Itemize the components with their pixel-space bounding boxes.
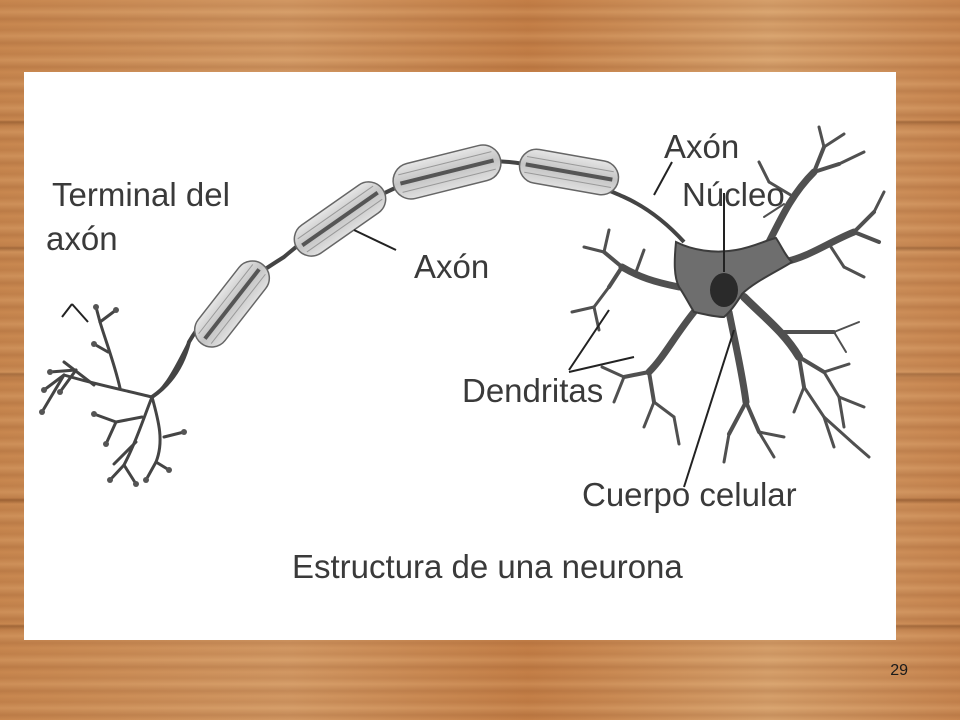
myelin-sheath-1 (193, 260, 271, 348)
label-axon-top: Axón (664, 128, 740, 165)
label-leader-lines (61, 161, 735, 488)
page-number: 29 (890, 662, 908, 679)
neuron-diagram (39, 125, 886, 488)
label-terminal-line2: axón (46, 220, 118, 257)
label-terminal-line1: Terminal del (52, 176, 230, 213)
label-dendrites: Dendritas (462, 372, 604, 409)
label-axon-middle: Axón (414, 248, 490, 285)
slide-panel: Terminal del axón Axón Axón Núcleo Dendr… (24, 72, 896, 640)
label-cell-body: Cuerpo celular (582, 476, 797, 513)
label-nucleus: Núcleo (682, 176, 785, 213)
axon-terminal-branches (40, 305, 191, 486)
dendrite-branches (570, 125, 886, 464)
myelin-sheath-3 (392, 144, 502, 200)
diagram-caption: Estructura de una neurona (292, 548, 683, 585)
myelin-sheath-2 (293, 181, 387, 257)
nucleus (710, 273, 738, 307)
axon-terminal-buttons (39, 304, 187, 487)
myelin-sheath-4 (518, 148, 620, 196)
